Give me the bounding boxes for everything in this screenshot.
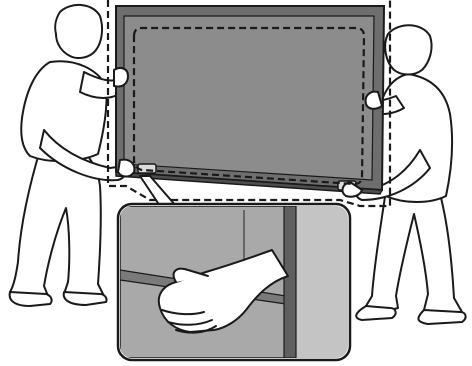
tv-screen — [124, 16, 374, 180]
zoom-inset — [118, 204, 350, 360]
right-hand-top — [366, 92, 382, 109]
right-person-legs — [366, 190, 462, 316]
television — [116, 6, 384, 194]
left-person-right-shoe — [64, 292, 107, 305]
right-person-right-shoe — [418, 310, 465, 324]
inset-side-strip — [284, 206, 296, 358]
left-person-left-shoe — [10, 292, 52, 306]
right-person-head — [385, 25, 431, 74]
callout-pointer — [140, 176, 176, 206]
right-person-left-shoe — [356, 306, 395, 320]
left-hand-bottom — [118, 160, 134, 177]
callout-pointer-shape — [140, 176, 176, 206]
left-hand-top — [114, 68, 128, 87]
left-person — [10, 5, 127, 306]
left-person-head — [55, 5, 102, 58]
